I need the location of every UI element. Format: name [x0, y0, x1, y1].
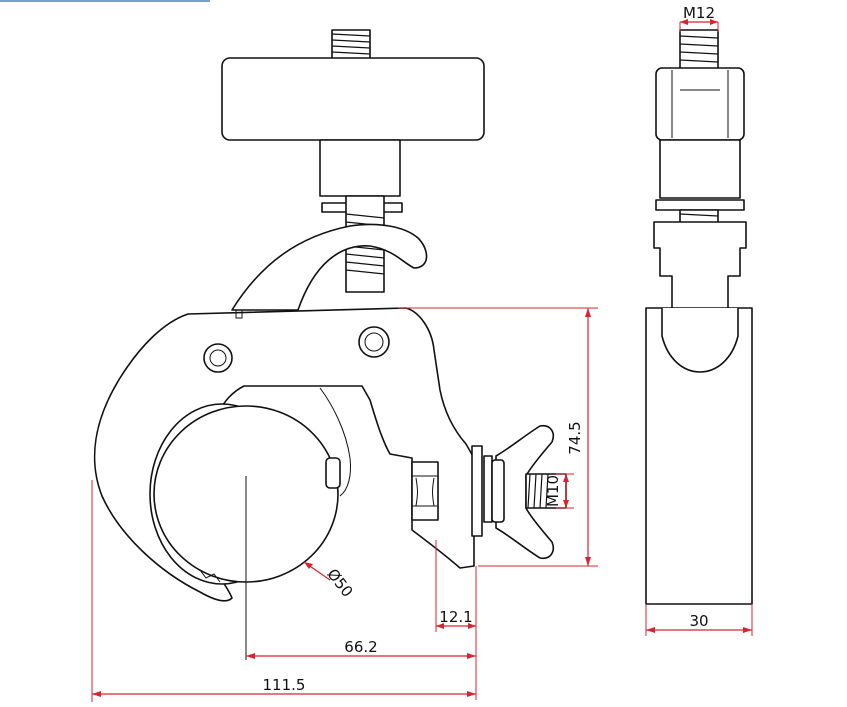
side-view — [645, 29, 753, 605]
dim-label-diameter: Ø50 — [323, 565, 356, 600]
plate-washer — [471, 445, 483, 537]
dim-label-height: 74.5 — [566, 421, 584, 454]
body-notch — [235, 310, 243, 319]
pivot-right — [358, 326, 390, 358]
dim-label-center-distance: 66.2 — [344, 638, 377, 656]
upper-jaw-arm — [231, 223, 428, 311]
dimension-lines — [91, 19, 753, 702]
dim-label-total-width: 111.5 — [263, 676, 306, 694]
side-body-recess — [661, 308, 739, 373]
dim-label-side-width: 30 — [689, 612, 708, 630]
handle-knob — [221, 57, 485, 141]
dim-label-bolt-offset: 12.1 — [439, 608, 472, 626]
hex-nut — [411, 461, 439, 521]
handle-neck — [319, 139, 401, 197]
top-stud — [331, 29, 371, 61]
spring-washer — [483, 455, 493, 523]
side-neck — [659, 139, 741, 199]
inner-jaw-lip — [319, 387, 351, 497]
pivot-left — [203, 343, 233, 373]
top-edge-bar — [0, 0, 210, 2]
side-washer — [655, 199, 745, 211]
dim-label-m12: M12 — [683, 4, 715, 22]
dim-label-m10: M10 — [544, 475, 562, 507]
front-view — [93, 29, 567, 660]
tube-cylinder — [149, 403, 341, 585]
side-knob-facets — [671, 70, 729, 138]
side-knob — [655, 67, 745, 141]
hook-teeth — [199, 569, 221, 583]
side-top-stud — [679, 29, 719, 71]
